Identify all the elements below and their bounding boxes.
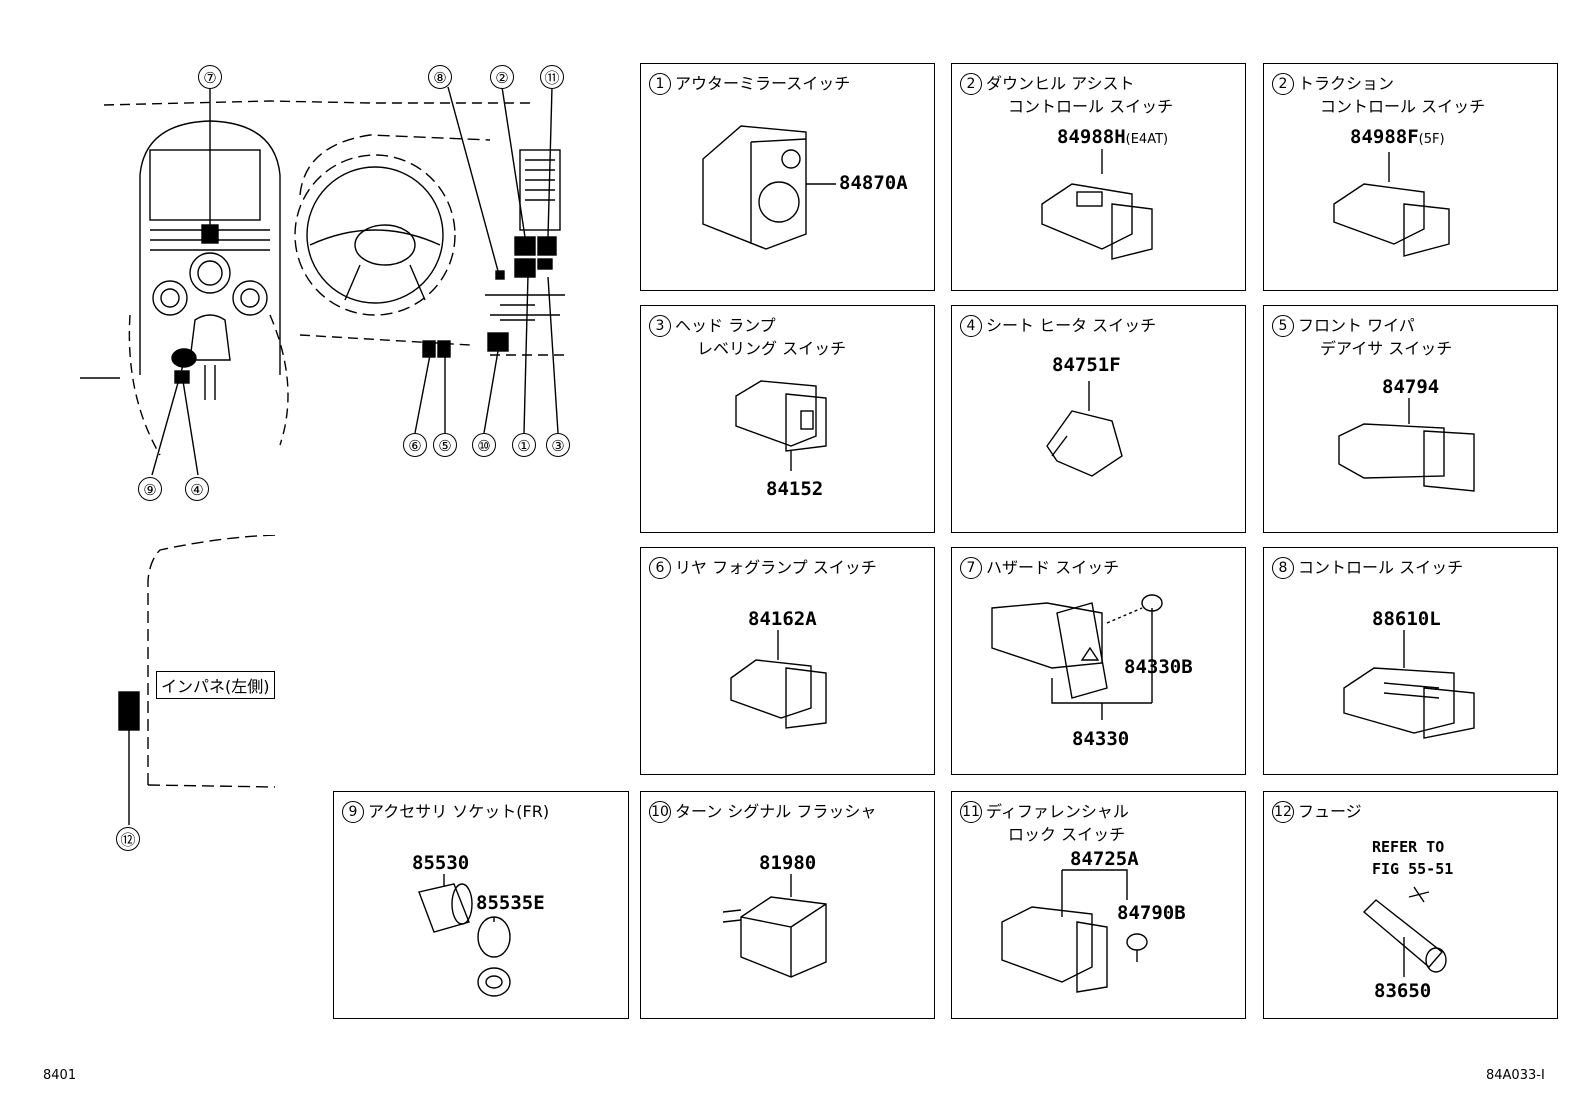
item-number: 7 [960, 557, 982, 579]
part-number: 81980 [759, 852, 817, 874]
part-title-line1: トラクション [1298, 74, 1395, 93]
instrument-panel-left: インパネ(左側) ⑫ [100, 535, 310, 880]
item-number: 6 [649, 557, 671, 579]
part-title-line2: コントロール スイッチ [1008, 97, 1174, 116]
turn-signal-flasher-illustration [722, 874, 827, 978]
part-title-line1: ディファレンシャル [986, 802, 1129, 821]
callout-1: ① [512, 433, 536, 457]
item-number: 8 [1272, 557, 1294, 579]
footer-figure-number: 8401 [43, 1068, 77, 1083]
item-number: 4 [960, 315, 982, 337]
rear-fog-lamp-switch-illustration [730, 630, 827, 729]
item-number: 9 [342, 801, 364, 823]
item-number: 5 [1272, 315, 1294, 337]
part-number-clip: 84330B [1124, 656, 1193, 678]
part-number: 83650 [1374, 980, 1432, 1002]
part-title-line2: デアイサ スイッチ [1320, 339, 1453, 358]
seat-heater-switch-illustration [1046, 381, 1123, 477]
callout-11: ⑪ [540, 65, 564, 89]
dashboard-illustration [80, 86, 570, 476]
callout-9: ⑨ [138, 477, 162, 501]
callout-8: ⑧ [428, 65, 452, 89]
item-number: 1 [649, 73, 671, 95]
traction-control-switch-illustration [1333, 152, 1450, 257]
part-title-line1: ダウンヒル アシスト [986, 74, 1135, 93]
dashboard-overview: ⑦ ⑧ ② ⑪ ⑥ ⑤ ⑩ ① ③ ⑨ ④ [70, 55, 610, 525]
part-title: リヤ フォグランプ スイッチ [675, 558, 877, 577]
instrument-panel-label: インパネ(左側) [156, 671, 275, 699]
part-number: 84162A [748, 608, 817, 630]
hazard-switch-illustration [991, 594, 1163, 720]
part-title: アウターミラースイッチ [675, 74, 851, 93]
downhill-assist-switch-illustration [1041, 149, 1153, 260]
callout-5: ⑤ [433, 433, 457, 457]
callout-7: ⑦ [198, 65, 222, 89]
fuse-illustration [1362, 886, 1447, 977]
item-number: 10 [649, 801, 671, 823]
part-number: 84751F [1052, 354, 1121, 376]
callout-6: ⑥ [403, 433, 427, 457]
part-number: 84988F(5F) [1350, 126, 1445, 148]
part-title-line1: ヘッド ランプ [675, 316, 776, 335]
part-number-cap: 85535E [476, 892, 545, 914]
item-number: 12 [1272, 801, 1294, 823]
refer-note: REFER TO FIG 55-51 [1372, 838, 1454, 878]
part-title-line2: ロック スイッチ [1008, 825, 1126, 844]
headlamp-leveling-switch-illustration [735, 380, 827, 471]
front-wiper-deicer-switch-illustration [1338, 398, 1475, 492]
part-note: (5F) [1418, 132, 1445, 147]
instrument-panel-illustration [118, 535, 276, 825]
part-number-switch: 84725A [1070, 848, 1139, 870]
outer-mirror-switch-illustration [702, 125, 836, 250]
part-title: フュージ [1298, 802, 1362, 821]
part-number: 84870A [839, 172, 908, 194]
part-title: ハザード スイッチ [986, 558, 1120, 577]
part-title-line2: レベリング スイッチ [697, 339, 847, 358]
item-number: 2 [960, 73, 982, 95]
item-number: 2 [1272, 73, 1294, 95]
footer-drawing-code: 84A033-I [1486, 1068, 1545, 1083]
accessory-socket-illustration [418, 874, 511, 997]
part-title-line2: コントロール スイッチ [1320, 97, 1486, 116]
differential-lock-switch-illustration [1001, 869, 1148, 993]
part-number-socket: 85530 [412, 852, 470, 874]
item-number: 11 [960, 801, 982, 823]
part-number: 84794 [1382, 376, 1440, 398]
part-title: シート ヒータ スイッチ [986, 316, 1157, 335]
part-title: アクセサリ ソケット(FR) [368, 802, 550, 821]
part-note: (E4AT) [1125, 132, 1169, 147]
callout-3: ③ [546, 433, 570, 457]
callout-4: ④ [185, 477, 209, 501]
part-number-clip: 84790B [1117, 902, 1186, 924]
part-number: 88610L [1372, 608, 1441, 630]
callout-2: ② [490, 65, 514, 89]
part-title: ターン シグナル フラッシャ [675, 802, 877, 821]
callout-12: ⑫ [116, 827, 140, 851]
part-number: 84152 [766, 478, 824, 500]
callout-10: ⑩ [472, 433, 496, 457]
part-number-assembly: 84330 [1072, 728, 1130, 750]
part-number: 84988H(E4AT) [1057, 126, 1169, 148]
control-switch-illustration [1343, 630, 1475, 739]
part-title-line1: フロント ワイパ [1298, 316, 1415, 335]
item-number: 3 [649, 315, 671, 337]
part-title: コントロール スイッチ [1298, 558, 1464, 577]
